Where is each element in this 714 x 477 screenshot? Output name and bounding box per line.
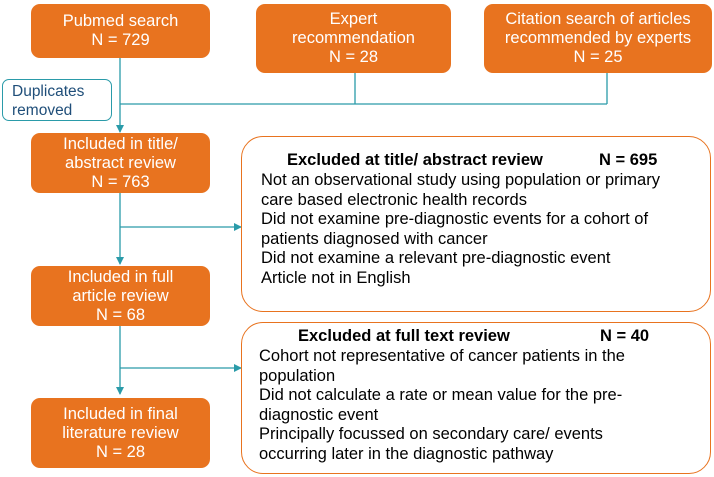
final-line2: literature review <box>62 423 179 442</box>
duplicates-removed-label: Duplicates removed <box>2 79 112 121</box>
expert-line2: recommendation <box>292 29 415 47</box>
full-text-reason: Did not calculate a rate or mean value f… <box>259 386 623 404</box>
pubmed-line1: Pubmed search <box>62 12 179 30</box>
citation-count: N = 25 <box>573 48 623 66</box>
final-line1: Included in final <box>63 404 178 423</box>
full-text-reason: Principally focussed on secondary care/ … <box>259 425 603 443</box>
title-abstract-line1: Included in title/ <box>63 134 178 153</box>
citation-search-box: Citation search of articles recommended … <box>484 4 712 73</box>
citation-line2: recommended by experts <box>504 29 692 47</box>
final-count: N = 28 <box>95 442 146 461</box>
expert-recommendation-box: Expert recommendation N = 28 <box>256 4 451 73</box>
title-abstract-reason: Not an observational study using populat… <box>261 171 660 189</box>
final-literature-review-box: Included in final literature review N = … <box>31 398 210 468</box>
expert-line1: Expert <box>329 10 378 28</box>
full-article-count: N = 68 <box>95 305 146 324</box>
full-text-exclusion-header: Excluded at full text review N = 40 <box>259 327 702 347</box>
title-abstract-reason: Article not in English <box>261 268 411 287</box>
title-abstract-reason: Did not examine a relevant pre-diagnosti… <box>261 249 611 267</box>
title-abstract-count: N = 763 <box>91 172 150 191</box>
title-abstract-reason: patients diagnosed with cancer <box>261 229 488 248</box>
full-text-exclusion-box: Excluded at full text review N = 40 Coho… <box>241 322 711 474</box>
title-abstract-exclusion-header: Excluded at title/ abstract review N = 6… <box>261 151 702 171</box>
duplicates-line2: removed <box>12 102 73 119</box>
duplicates-line1: Duplicates <box>12 83 85 100</box>
expert-count: N = 28 <box>328 48 379 66</box>
title-abstract-review-box: Included in title/ abstract review N = 7… <box>31 133 210 193</box>
pubmed-count: N = 729 <box>91 31 150 49</box>
title-abstract-exclusion-count: N = 695 <box>599 151 658 169</box>
full-text-reason: population <box>259 366 336 385</box>
full-article-review-box: Included in full article review N = 68 <box>31 266 210 326</box>
title-abstract-reason: Did not examine pre-diagnostic events fo… <box>261 210 649 228</box>
title-abstract-exclusion-heading: Excluded at title/ abstract review <box>287 151 543 169</box>
title-abstract-reason: care based electronic health records <box>261 190 527 209</box>
title-abstract-line2: abstract review <box>65 153 176 172</box>
full-text-exclusion-count: N = 40 <box>600 327 650 345</box>
full-text-reason: Cohort not representative of cancer pati… <box>259 347 625 365</box>
full-text-reason: diagnostic event <box>259 405 379 424</box>
title-abstract-exclusion-box: Excluded at title/ abstract review N = 6… <box>241 136 711 312</box>
pubmed-search-box: Pubmed search N = 729 <box>31 4 210 58</box>
full-article-line2: article review <box>72 286 169 305</box>
full-article-line1: Included in full <box>67 267 174 286</box>
full-text-exclusion-heading: Excluded at full text review <box>298 327 510 345</box>
full-text-reason: occurring later in the diagnostic pathwa… <box>259 444 554 463</box>
citation-line1: Citation search of articles <box>505 10 691 28</box>
